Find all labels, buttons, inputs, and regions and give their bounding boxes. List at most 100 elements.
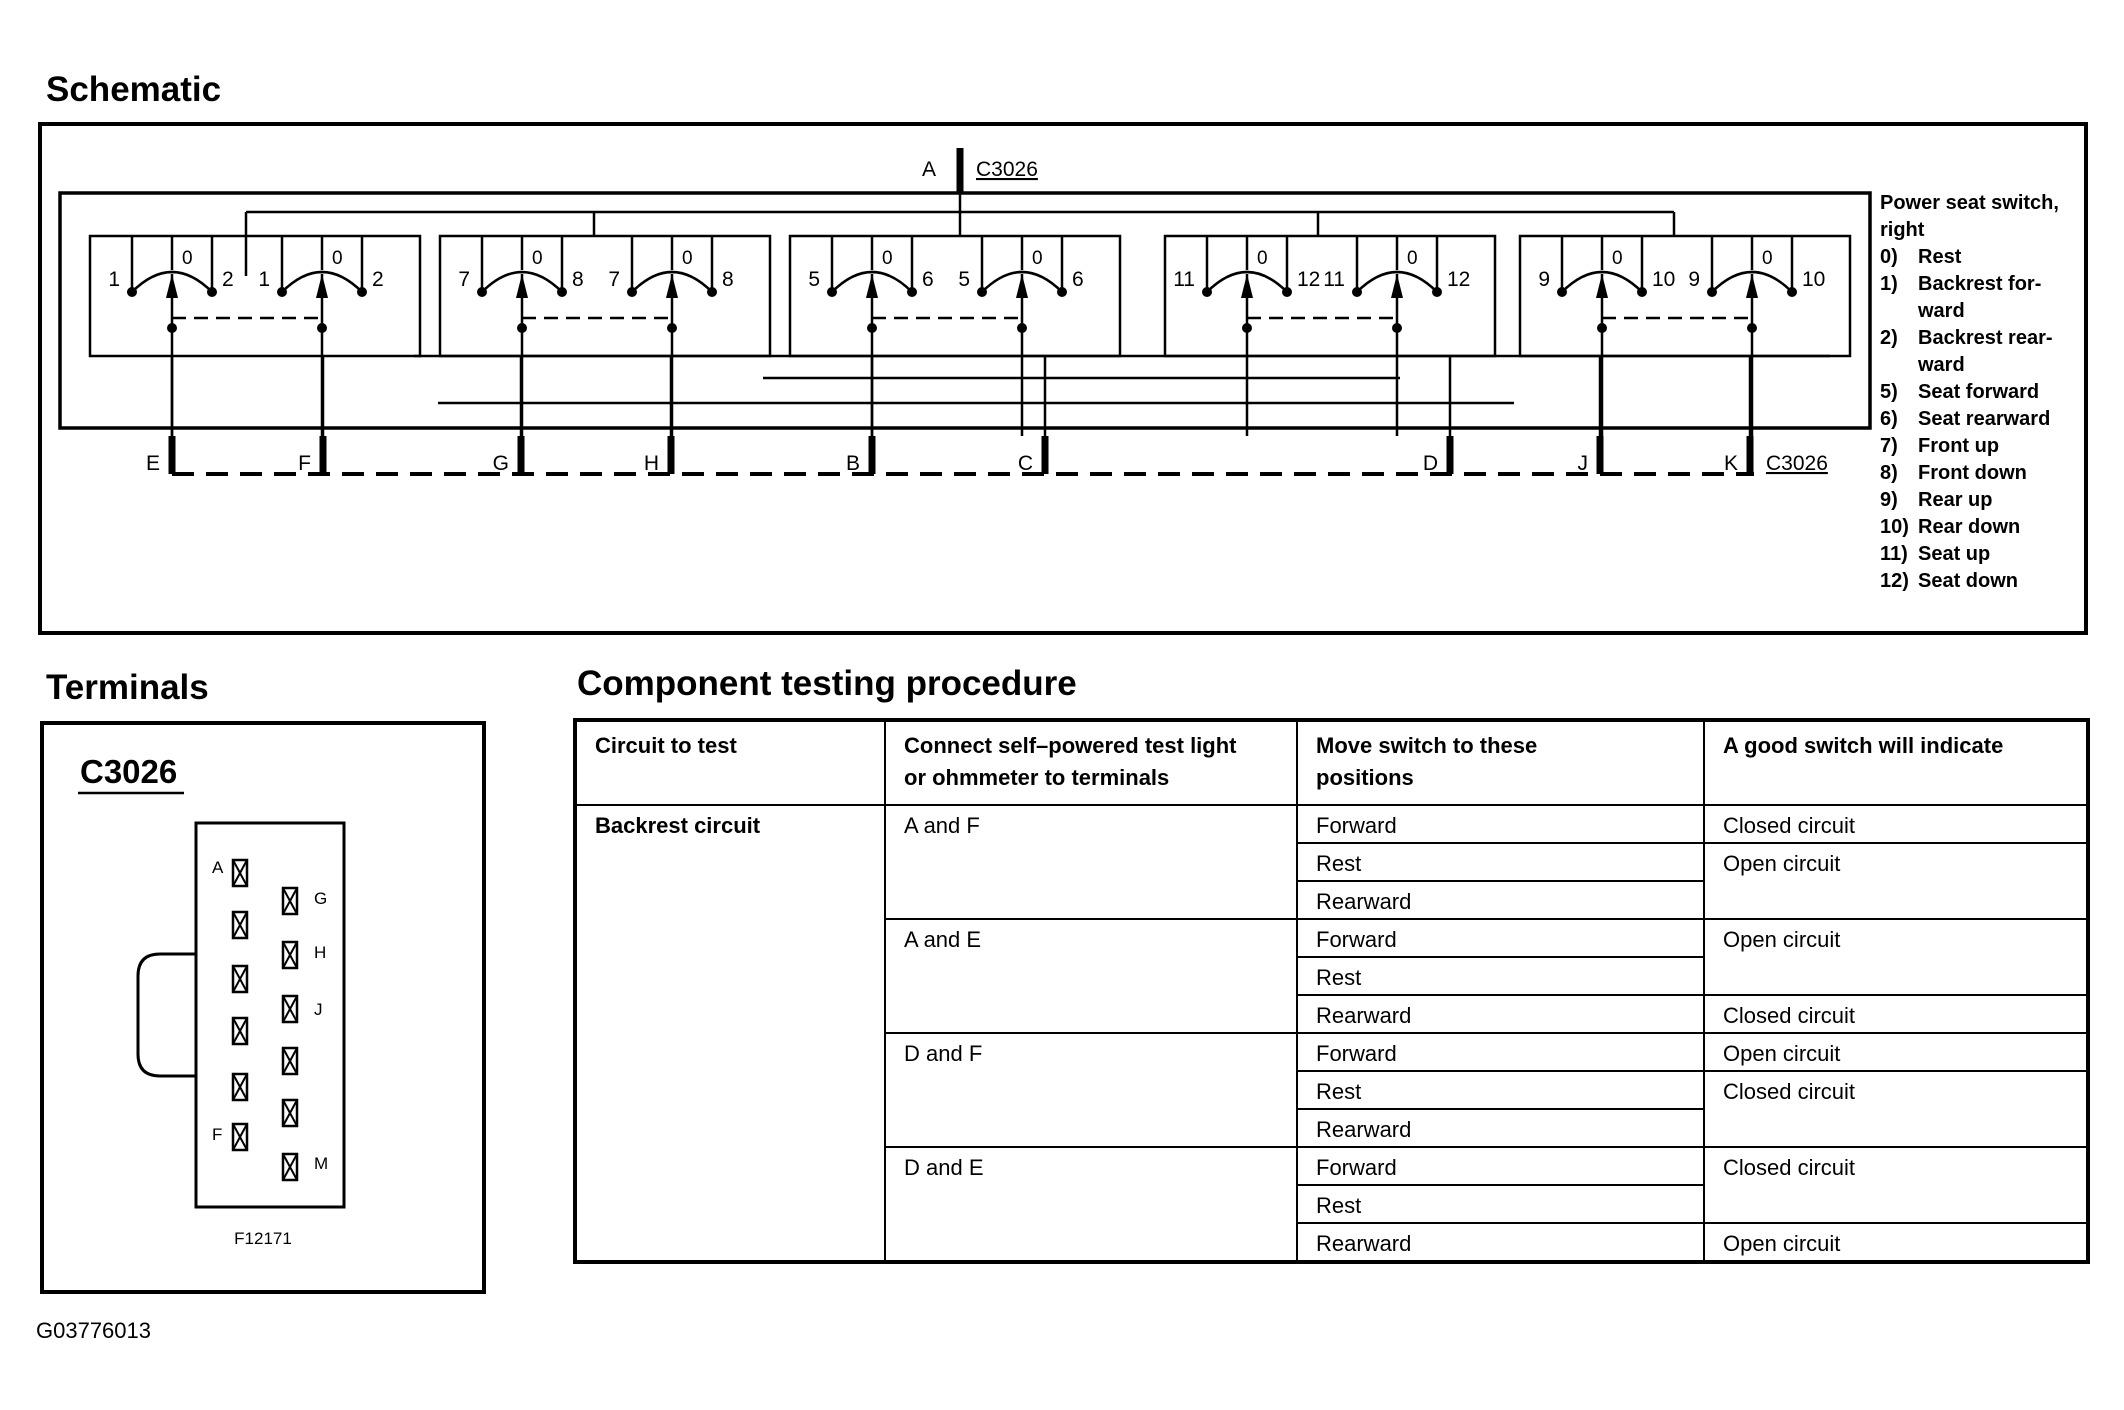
bottom-pin-label: B <box>846 452 860 475</box>
contact-label: 12 <box>1297 268 1320 291</box>
rocker-contact: 9 0 10 <box>1538 236 1675 436</box>
contact-label: 2 <box>372 268 384 291</box>
bottom-pin-label: G <box>493 452 509 475</box>
terminals-cell: D and F <box>884 1032 1298 1148</box>
position-cell: Forward <box>1296 1032 1705 1072</box>
position-cell: Rest <box>1296 1184 1705 1224</box>
terminals-frame <box>40 721 486 1294</box>
legend-item: 7)Front up <box>1880 435 2000 457</box>
contact-label: 7 <box>608 268 620 291</box>
position-cell: Rearward <box>1296 994 1705 1034</box>
position-cell: Forward <box>1296 1146 1705 1186</box>
bottom-pin: D <box>1423 356 1454 475</box>
schematic-frame <box>38 122 2088 635</box>
result-cell: Closed circuit <box>1703 994 2089 1034</box>
position-cell: Forward <box>1296 918 1705 958</box>
result-cell: Closed circuit <box>1703 804 2089 844</box>
rocker-contact: 5 0 6 <box>958 236 1084 436</box>
bottom-connector-label: C3026 <box>1766 452 1828 475</box>
legend-title: Power seat switch, <box>1880 192 2059 214</box>
bottom-pin: J <box>1578 356 1604 475</box>
bottom-pin: F <box>298 356 327 475</box>
contact-label: 7 <box>458 268 470 291</box>
rocker-contact: 1 0 2 <box>258 236 384 436</box>
contact-label: 10 <box>1652 268 1675 291</box>
legend-item: 2)Backrest rear-ward <box>1880 327 2053 376</box>
position-cell: Forward <box>1296 804 1705 844</box>
contact-label: 0 <box>882 248 893 269</box>
contact-label: 0 <box>532 248 543 269</box>
bottom-pin: C <box>1018 356 1049 475</box>
legend-item: 11)Seat up <box>1880 543 1991 565</box>
contact-label: 2 <box>222 268 234 291</box>
circuit-cell: Backrest circuit <box>574 804 886 1263</box>
contact-label: 1 <box>108 268 120 291</box>
contact-label: 1 <box>258 268 270 291</box>
terminals-cell: D and E <box>884 1146 1298 1263</box>
position-cell: Rearward <box>1296 1222 1705 1263</box>
result-cell: Closed circuit <box>1703 1146 2089 1224</box>
contact-label: 9 <box>1538 268 1550 291</box>
switch-group: 1 0 2 1 0 2 <box>88 234 422 436</box>
contact-label: 0 <box>1612 248 1623 269</box>
legend-item: 10)Rear down <box>1880 516 2021 538</box>
contact-label: 8 <box>722 268 734 291</box>
schematic-heading: Schematic <box>46 70 222 109</box>
bottom-pin-label: E <box>146 452 160 475</box>
bottom-pin-label: H <box>644 452 659 475</box>
bottom-pin-label: D <box>1423 452 1438 475</box>
top-pin-label: A <box>922 158 936 181</box>
top-connector-label: C3026 <box>976 158 1038 181</box>
position-cell: Rest <box>1296 1070 1705 1110</box>
contact-label: 0 <box>1257 248 1268 269</box>
contact-label: 12 <box>1447 268 1470 291</box>
procedure-heading: Component testing procedure <box>577 664 1077 703</box>
bottom-pin: K <box>1724 356 1754 475</box>
legend-item: 12)Seat down <box>1880 570 2019 592</box>
contact-label: 11 <box>1173 268 1195 291</box>
result-cell: Open circuit <box>1703 918 2089 996</box>
rocker-contact: 11 0 12 <box>1173 236 1320 436</box>
position-cell: Rearward <box>1296 1108 1705 1148</box>
header-circuit: Circuit to test <box>574 719 886 806</box>
switch-legend: Power seat switch, right 0)Rest 1)Backres… <box>1880 190 2070 595</box>
legend-item: 9)Rear up <box>1880 489 1993 511</box>
bottom-pin: B <box>846 356 876 475</box>
position-cell: Rest <box>1296 956 1705 996</box>
contact-label: 0 <box>182 248 193 269</box>
contact-label: 0 <box>682 248 693 269</box>
contact-label: 0 <box>1762 248 1773 269</box>
bottom-pin: H <box>644 356 675 475</box>
contact-label: 0 <box>332 248 343 269</box>
contact-label: 0 <box>1407 248 1418 269</box>
bottom-pin: G <box>493 356 525 475</box>
bottom-pin-label: K <box>1724 452 1738 475</box>
contact-label: 6 <box>1072 268 1084 291</box>
contact-label: 5 <box>958 268 970 291</box>
header-indication: A good switch will indicate <box>1703 719 2089 806</box>
bottom-pin-label: F <box>298 452 311 475</box>
contact-label: 10 <box>1802 268 1825 291</box>
result-cell: Open circuit <box>1703 1032 2089 1072</box>
testing-procedure-table: Circuit to test Connect self–powered tes… <box>573 718 2090 1264</box>
terminals-cell: A and F <box>884 804 1298 920</box>
result-cell: Closed circuit <box>1703 1070 2089 1148</box>
result-cell: Open circuit <box>1703 1222 2089 1263</box>
contact-label: 0 <box>1032 248 1043 269</box>
wiring <box>58 148 1872 430</box>
legend-item: 0)Rest <box>1880 246 1962 268</box>
legend-title-cont: right <box>1880 219 1925 241</box>
legend-item: 8)Front down <box>1880 462 2027 484</box>
contact-label: 11 <box>1323 268 1345 291</box>
legend-item: 5)Seat forward <box>1880 381 2040 403</box>
position-cell: Rearward <box>1296 880 1705 920</box>
terminals-heading: Terminals <box>46 668 209 707</box>
legend-item: 1)Backrest for-ward <box>1880 273 2042 322</box>
